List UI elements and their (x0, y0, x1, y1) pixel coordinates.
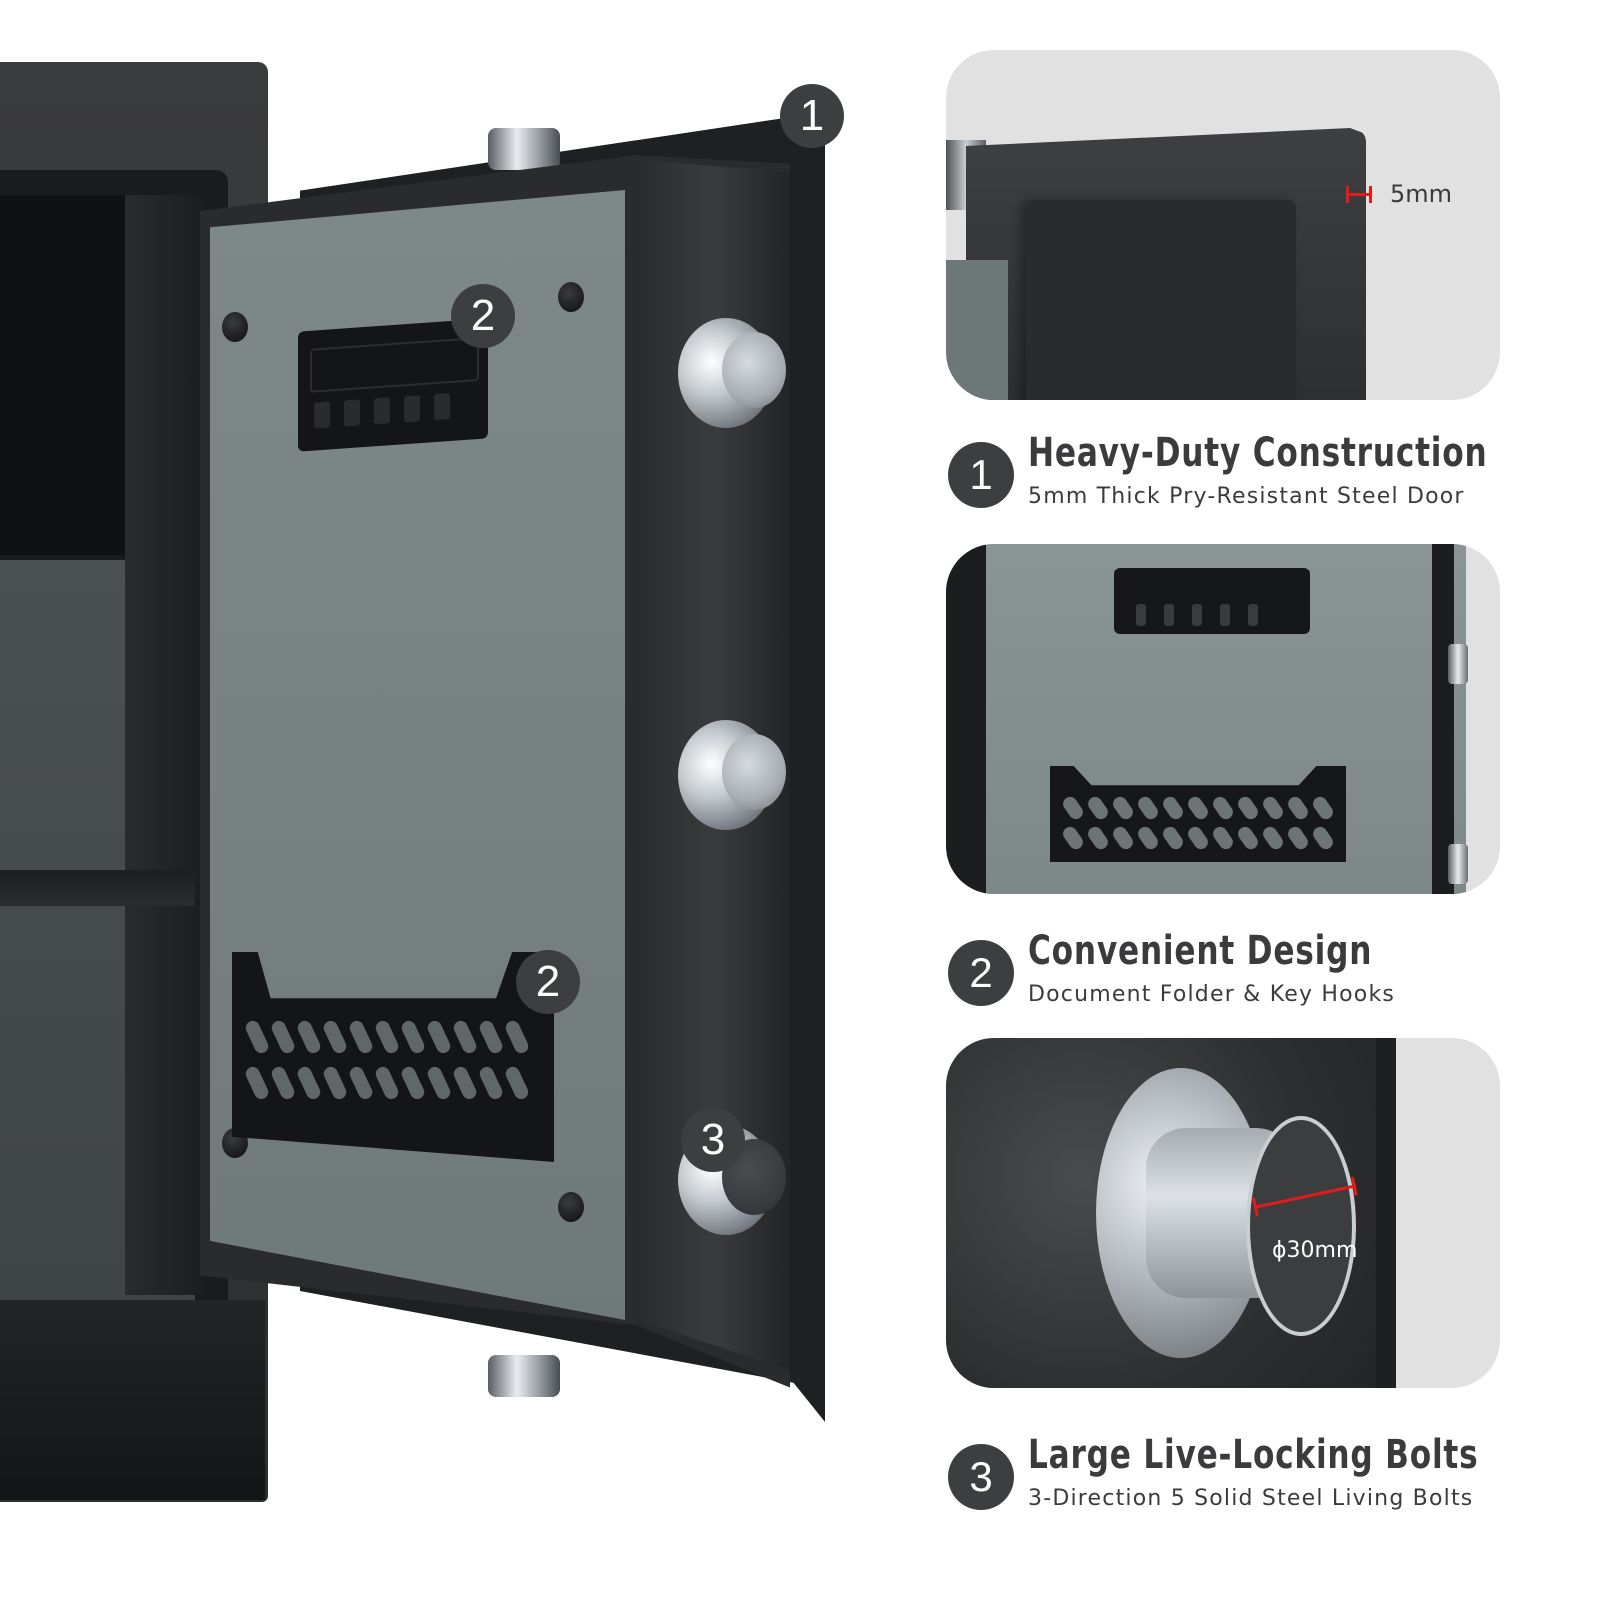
thickness-label: 5mm (1390, 180, 1453, 208)
bolt-side-icon (1448, 844, 1468, 884)
safe-product-render: 1 2 2 3 (0, 62, 844, 1502)
door-inner-panel-closeup (946, 260, 1008, 400)
thickness-measurement: 5mm (1346, 180, 1452, 208)
feature-3: 3 Large Live-Locking Bolts 3-Direction 5… (948, 1432, 1568, 1522)
bolt-cap (722, 734, 786, 810)
locking-bolt-top (678, 318, 788, 428)
key-hook-pegs (314, 393, 450, 429)
door-frame-closeup (1026, 200, 1296, 400)
key-peg (344, 399, 360, 427)
callout-badge-2-key-hooks: 2 (451, 284, 515, 348)
feature-subtitle: Document Folder & Key Hooks (1028, 982, 1396, 1007)
bolt-end-cap (1246, 1116, 1356, 1336)
key-peg (404, 395, 420, 423)
key-peg (434, 393, 450, 421)
feature-title: Convenient Design (1028, 928, 1373, 974)
key-peg (1248, 604, 1258, 626)
feature-title: Large Live-Locking Bolts (1028, 1432, 1479, 1478)
document-folder-vents (243, 1018, 532, 1102)
callout-badge-1: 1 (780, 84, 844, 148)
key-hook-rack-closeup (1114, 568, 1310, 634)
screw-icon (222, 312, 248, 342)
safe-base (0, 1300, 265, 1500)
detail-panel-folder-hooks (946, 544, 1500, 894)
bolt-cap (722, 332, 786, 408)
callout-badge-3-bolt: 3 (681, 1108, 745, 1172)
safe-inner-back-wall (0, 195, 125, 555)
feature-subtitle: 5mm Thick Pry-Resistant Steel Door (1028, 484, 1465, 509)
door-edge (1376, 1038, 1396, 1388)
feature-2: 2 Convenient Design Document Folder & Ke… (948, 928, 1568, 1018)
feature-number-badge: 1 (948, 442, 1014, 508)
key-peg (1136, 604, 1146, 626)
safe-inner-side-wall (125, 195, 205, 1295)
key-hook-rail (310, 336, 479, 393)
door-right-edge (1432, 544, 1454, 894)
hinge-pin-bottom (488, 1355, 560, 1397)
safe-shelf (0, 870, 195, 906)
key-peg (1220, 604, 1230, 626)
bolt-side-icon (1448, 644, 1468, 684)
detail-panel-bolt-diameter: ϕ30mm (946, 1038, 1500, 1388)
locking-bolt-middle (678, 720, 788, 830)
key-peg (1192, 604, 1202, 626)
hinge-pin-top (488, 128, 560, 170)
screw-icon (558, 1192, 584, 1222)
diameter-label: ϕ30mm (1272, 1238, 1358, 1263)
detail-panel-door-thickness: 5mm (946, 50, 1500, 400)
key-peg (1164, 604, 1174, 626)
key-peg (314, 401, 330, 429)
feature-title: Heavy-Duty Construction (1028, 430, 1488, 476)
callout-badge-2-document-folder: 2 (516, 950, 580, 1014)
feature-number-badge: 2 (948, 940, 1014, 1006)
feature-1: 1 Heavy-Duty Construction 5mm Thick Pry-… (948, 430, 1568, 520)
feature-number-badge: 3 (948, 1444, 1014, 1510)
feature-subtitle: 3-Direction 5 Solid Steel Living Bolts (1028, 1486, 1474, 1511)
key-peg (374, 397, 390, 425)
door-side-edge-closeup (946, 544, 986, 894)
document-folder (232, 952, 554, 1162)
screw-icon (558, 282, 584, 312)
measure-bracket-icon (1346, 185, 1372, 203)
